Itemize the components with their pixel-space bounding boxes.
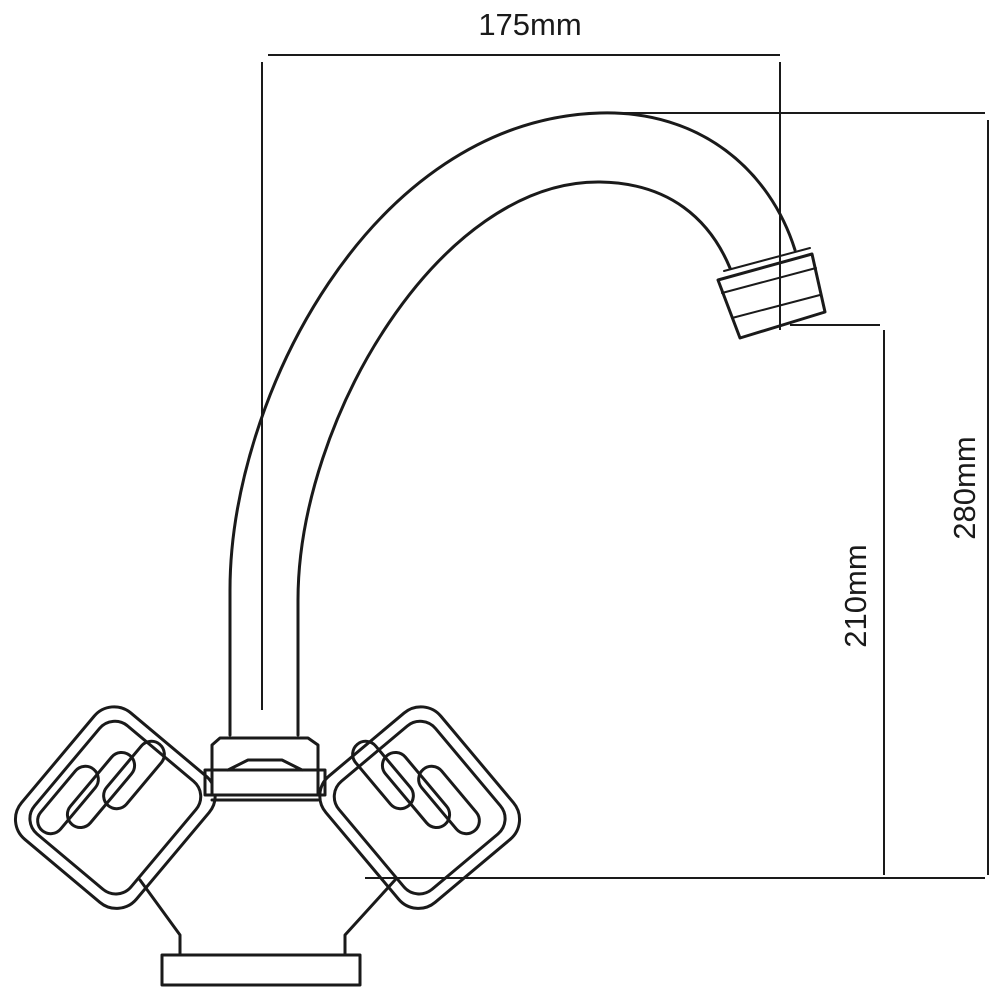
spout-height-label: 210mm	[838, 544, 873, 647]
spout	[228, 111, 797, 737]
body-nut	[203, 736, 327, 802]
left-handle	[13, 705, 217, 910]
total-height-dimension: 280mm	[365, 112, 989, 879]
spout-height-dimension: 210mm	[790, 324, 885, 875]
width-dimension: 175mm	[261, 7, 781, 710]
width-label: 175mm	[478, 7, 581, 42]
right-handle	[318, 705, 522, 910]
aerator	[716, 247, 827, 340]
total-height-label: 280mm	[947, 436, 982, 539]
base	[138, 878, 397, 987]
